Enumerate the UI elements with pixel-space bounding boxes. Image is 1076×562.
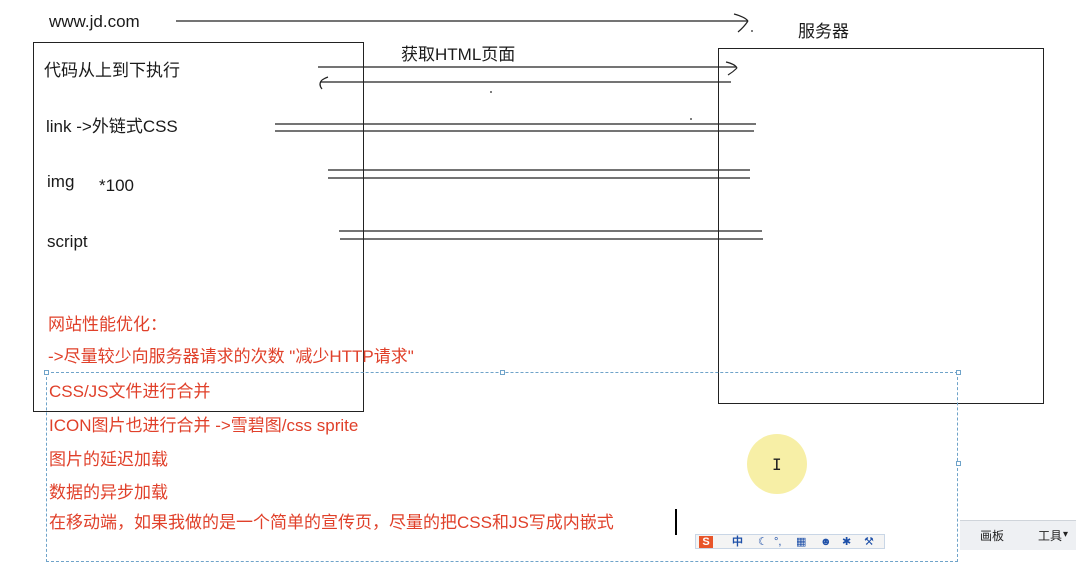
ibeam-cursor-icon: I [772,455,782,474]
optimization-item-2: CSS/JS文件进行合并 [49,382,211,401]
fetch-html-label: 获取HTML页面 [401,45,516,64]
browser-box [33,42,364,412]
server-label: 服务器 [798,22,849,41]
fetch-response-arrowhead [319,76,329,90]
url-request-arrowhead [733,13,749,33]
side-panel-tabs: 画板 工具 ▾ [960,520,1076,550]
sogou-logo-icon[interactable]: S [699,536,713,548]
optimization-item-6: 在移动端，如果我做的是一个简单的宣传页，尽量的把CSS和JS写成内嵌式 [49,513,614,532]
ime-toolbar[interactable]: S 中 ☾ °, ▦ ☻ ✱ ⚒ [695,534,885,549]
tools-dropdown-icon[interactable]: ▾ [1063,529,1069,540]
text-caret [675,509,677,535]
moon-icon[interactable]: ☾ [758,536,768,548]
optimization-item-1: ->尽量较少向服务器请求的次数 "减少HTTP请求" [48,347,414,366]
selection-handle-top-middle[interactable] [500,370,505,375]
settings-icon[interactable]: ✱ [842,536,852,548]
stray-dot-2 [690,118,692,120]
stray-dot-1 [490,91,492,93]
step-script: script [47,232,88,251]
tools-icon[interactable]: ⚒ [864,536,874,548]
user-icon[interactable]: ☻ [820,536,832,548]
step-img: img [47,172,75,191]
fetch-request-arrowhead [725,61,738,76]
cursor-highlight [747,434,807,494]
optimization-item-4: 图片的延迟加载 [49,450,168,469]
url-label: www.jd.com [49,12,140,31]
tab-canvas[interactable]: 画板 [980,529,1005,543]
optimization-item-5: 数据的异步加载 [49,483,168,502]
step-link-css: link ->外链式CSS [46,117,178,136]
punctuation-icon[interactable]: °, [774,536,782,548]
optimization-heading: 网站性能优化： [48,315,167,334]
server-box [718,48,1044,404]
connector-lines [176,13,763,240]
selection-handle-top-left[interactable] [44,370,49,375]
optimization-item-3: ICON图片也进行合并 ->雪碧图/css sprite [49,416,359,435]
stray-dot-3 [751,30,753,32]
selection-handle-top-right[interactable] [956,370,961,375]
selection-handle-middle-right[interactable] [956,461,961,466]
lang-toggle-icon[interactable]: 中 [732,536,743,548]
step-execute-top-down: 代码从上到下执行 [44,61,180,80]
tab-tools[interactable]: 工具 [1038,529,1063,543]
keyboard-icon[interactable]: ▦ [796,536,807,548]
step-img-count: *100 [99,176,134,195]
